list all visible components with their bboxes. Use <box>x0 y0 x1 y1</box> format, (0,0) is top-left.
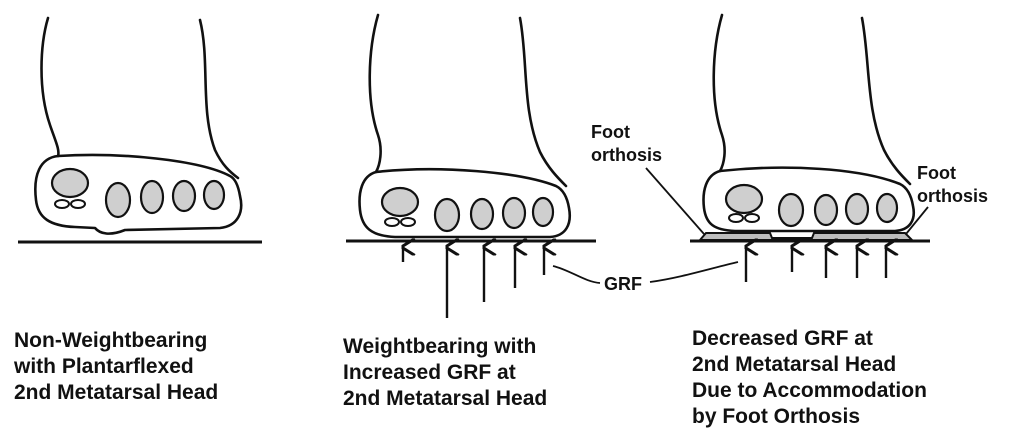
sesamoid-bone <box>401 218 415 226</box>
panel-weightbearing: Weightbearing with Increased GRF at 2nd … <box>343 15 596 410</box>
caption-panel-2: Weightbearing with Increased GRF at 2nd … <box>343 335 547 410</box>
grf-leader-right <box>650 262 738 282</box>
grf-leader-left <box>553 266 600 283</box>
leg-outline-right <box>520 18 566 186</box>
panel-with-orthosis: Foot orthosis Foot orthosis Decreased GR… <box>591 15 988 428</box>
fifth-metatarsal-head <box>877 194 897 222</box>
leg-outline <box>370 15 381 172</box>
grf-label-group: GRF <box>553 262 738 294</box>
second-metatarsal-head <box>779 194 803 226</box>
sesamoid-bone <box>745 214 759 222</box>
third-metatarsal-head <box>141 181 163 213</box>
caption-panel-3: Decreased GRF at 2nd Metatarsal Head Due… <box>692 327 933 428</box>
second-metatarsal-head <box>106 183 130 217</box>
fifth-metatarsal-head <box>204 181 224 209</box>
leg-outline <box>714 15 725 171</box>
third-metatarsal-head <box>815 195 837 225</box>
foot-orthosis <box>700 233 912 240</box>
fifth-metatarsal-head <box>533 198 553 226</box>
sesamoid-bone <box>55 200 69 208</box>
orthosis-label-left: Foot orthosis <box>591 122 662 165</box>
sesamoid-bone <box>385 218 399 226</box>
orthosis-leader-right <box>906 207 928 234</box>
leg-outline <box>42 18 59 156</box>
first-metatarsal-head <box>52 169 88 197</box>
first-metatarsal-head <box>726 185 762 213</box>
orthosis-leader-left <box>646 168 704 234</box>
orthosis-label-right: Foot orthosis <box>917 163 988 206</box>
leg-outline-right <box>200 20 238 178</box>
sesamoid-bone <box>71 200 85 208</box>
leg-outline-right <box>862 18 910 184</box>
fourth-metatarsal-head <box>846 194 868 224</box>
fourth-metatarsal-head <box>503 198 525 228</box>
caption-panel-1: Non-Weightbearing with Plantarflexed 2nd… <box>13 329 218 404</box>
third-metatarsal-head <box>471 199 493 229</box>
sesamoid-bone <box>729 214 743 222</box>
fourth-metatarsal-head <box>173 181 195 211</box>
second-metatarsal-head <box>435 199 459 231</box>
grf-label: GRF <box>604 274 642 294</box>
first-metatarsal-head <box>382 188 418 216</box>
panel-non-weightbearing: Non-Weightbearing with Plantarflexed 2nd… <box>13 18 262 404</box>
